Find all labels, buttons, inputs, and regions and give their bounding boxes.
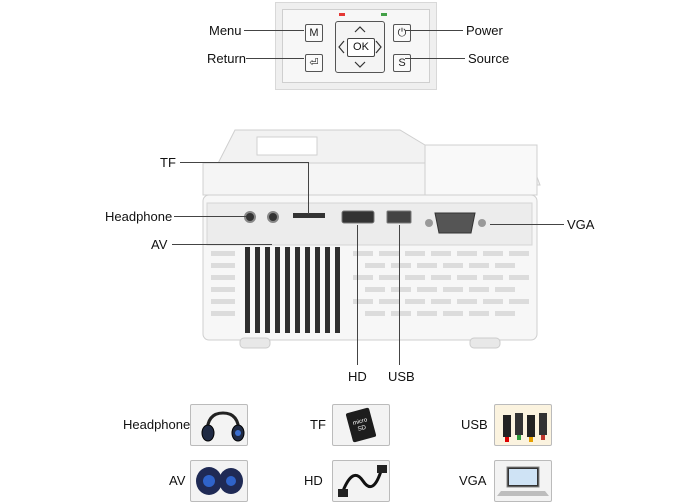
return-callout-line xyxy=(246,58,304,59)
projector-body-drawing xyxy=(202,129,541,349)
usb-callout-line xyxy=(399,225,400,365)
power-key[interactable]: ⏻ xyxy=(393,24,411,42)
control-panel-face: M ⏎ ⏻ S OK xyxy=(282,9,430,83)
accessory-hd-label: HD xyxy=(304,473,323,488)
vga-label: VGA xyxy=(567,217,595,232)
headphone-label: Headphone xyxy=(105,209,173,224)
source-label: Source xyxy=(468,51,510,66)
accessory-usb-label: USB xyxy=(461,417,488,432)
usb-drives-icon xyxy=(494,404,552,446)
return-label: Return xyxy=(207,51,247,66)
sd-card-body: micro SD xyxy=(345,407,377,443)
power-label: Power xyxy=(466,23,503,38)
source-callout-line xyxy=(405,58,465,59)
laptop-icon xyxy=(494,460,552,502)
green-led-indicator xyxy=(381,13,387,16)
vga-callout-line xyxy=(490,224,564,225)
power-callout-line xyxy=(405,30,463,31)
tf-label: TF xyxy=(160,155,176,170)
headphones-icon xyxy=(190,404,248,446)
speakers-icon xyxy=(190,460,248,502)
ok-key[interactable]: OK xyxy=(347,38,375,57)
menu-label: Menu xyxy=(209,23,242,38)
tf-callout-line xyxy=(180,162,308,163)
hd-callout-line xyxy=(357,225,358,365)
red-led-indicator xyxy=(339,13,345,16)
av-callout-line xyxy=(172,244,272,245)
headphone-callout-line xyxy=(174,216,246,217)
projector-illustration xyxy=(195,125,545,355)
accessory-tf-label: TF xyxy=(310,417,326,432)
sd-card-text: micro SD xyxy=(352,417,369,433)
tf-callout-drop xyxy=(308,162,309,214)
accessory-headphone-label: Headphone xyxy=(123,417,191,432)
usb-label: USB xyxy=(388,369,415,384)
return-key[interactable]: ⏎ xyxy=(305,54,323,72)
av-label: AV xyxy=(151,237,168,252)
hd-label: HD xyxy=(348,369,367,384)
arrow-icons xyxy=(338,26,382,68)
micro-sd-card-icon: micro SD xyxy=(332,404,390,446)
hdmi-cable-icon xyxy=(332,460,390,502)
menu-callout-line xyxy=(244,30,304,31)
menu-key[interactable]: M xyxy=(305,24,323,42)
source-key[interactable]: S xyxy=(393,54,411,72)
direction-pad[interactable]: OK xyxy=(335,21,385,73)
accessory-av-label: AV xyxy=(169,473,186,488)
accessory-vga-label: VGA xyxy=(459,473,487,488)
control-panel: M ⏎ ⏻ S OK xyxy=(275,2,437,90)
vent-grille xyxy=(245,247,340,333)
